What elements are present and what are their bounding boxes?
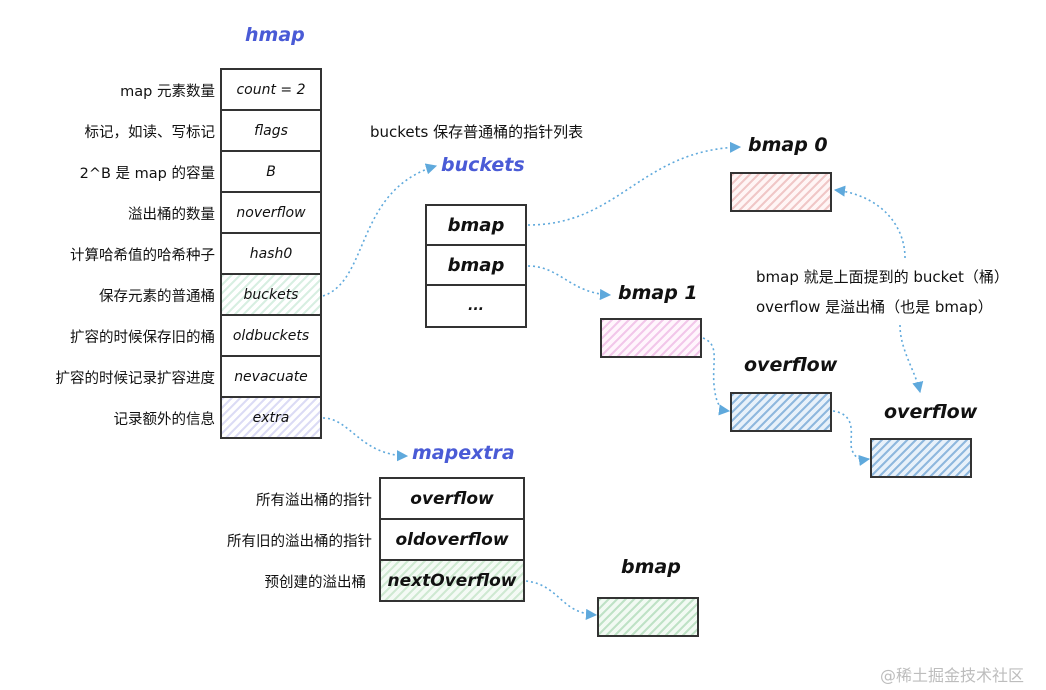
buckets-caption: buckets 保存普通桶的指针列表	[370, 123, 584, 141]
buckets-item-ellipsis: ...	[425, 284, 527, 328]
note-line-1: bmap 就是上面提到的 bucket（桶）	[756, 268, 1009, 286]
mapextra-title: mapextra	[412, 442, 515, 464]
buckets-item-bmap-1: bmap	[425, 244, 527, 286]
buckets-item-bmap-0: bmap	[425, 204, 527, 246]
arrow-bmap-to-bmap0	[527, 141, 742, 226]
hmap-label-flags: 标记，如读、写标记	[84, 125, 216, 141]
hmap-title: hmap	[245, 24, 305, 46]
arrow-extra-mapextra	[322, 417, 409, 462]
overflow2-box	[870, 438, 972, 478]
overflow2-label: overflow	[884, 401, 978, 423]
bmap0-box	[730, 172, 832, 212]
mapextra-field-oldoverflow: oldoverflow	[379, 518, 525, 561]
arrow-bmap1-to-overflow1	[702, 337, 731, 416]
hmap-field-count: count = 2	[220, 68, 322, 111]
hmap-label-extra: 记录额外的信息	[113, 412, 216, 428]
hmap-field-b: B	[220, 150, 322, 193]
hmap-label-count: map 元素数量	[120, 84, 215, 100]
bmap1-box	[600, 318, 702, 358]
mapextra-field-overflow: overflow	[379, 477, 525, 520]
hmap-label-nevacuate: 扩容的时候记录扩容进度	[55, 371, 216, 387]
bmap-extra-label: bmap	[621, 556, 681, 578]
hmap-field-hash0: hash0	[220, 232, 322, 275]
hmap-field-noverflow: noverflow	[220, 191, 322, 234]
hmap-field-oldbuckets: oldbuckets	[220, 314, 322, 357]
arrow-bmap-to-bmap1	[527, 265, 612, 301]
mapextra-field-nextoverflow: nextOverflow	[379, 559, 525, 602]
hmap-label-noverflow: 溢出桶的数量	[128, 207, 215, 223]
overflow1-label: overflow	[744, 354, 838, 376]
mapextra-label-oldoverflow: 所有旧的溢出桶的指针	[227, 534, 372, 550]
hmap-label-hash0: 计算哈希值的哈希种子	[70, 248, 215, 264]
hmap-field-extra: extra	[220, 396, 322, 439]
buckets-title: buckets	[441, 154, 525, 176]
bmap-extra-box	[597, 597, 699, 637]
arrow-note-to-overflow2	[899, 324, 924, 394]
hmap-label-oldbuckets: 扩容的时候保存旧的桶	[70, 330, 215, 346]
arrow-nextoverflow-bmap	[525, 580, 598, 621]
bmap0-label: bmap 0	[748, 134, 828, 156]
mapextra-label-nextoverflow: 预创建的溢出桶	[264, 575, 367, 591]
hmap-field-flags: flags	[220, 109, 322, 152]
arrow-note-to-bmap0	[833, 185, 906, 259]
hmap-label-buckets: 保存元素的普通桶	[99, 289, 215, 305]
arrow-overflow1-to-overflow2	[832, 410, 871, 466]
overflow1-box	[730, 392, 832, 432]
mapextra-label-overflow: 所有溢出桶的指针	[256, 493, 372, 509]
hmap-field-buckets: buckets	[220, 273, 322, 316]
note-line-2: overflow 是溢出桶（也是 bmap）	[756, 298, 993, 316]
hmap-field-nevacuate: nevacuate	[220, 355, 322, 398]
hmap-label-b: 2^B 是 map 的容量	[79, 166, 215, 182]
watermark: @稀土掘金技术社区	[880, 666, 1025, 685]
arrow-hmap-buckets	[322, 163, 438, 297]
bmap1-label: bmap 1	[618, 282, 698, 304]
